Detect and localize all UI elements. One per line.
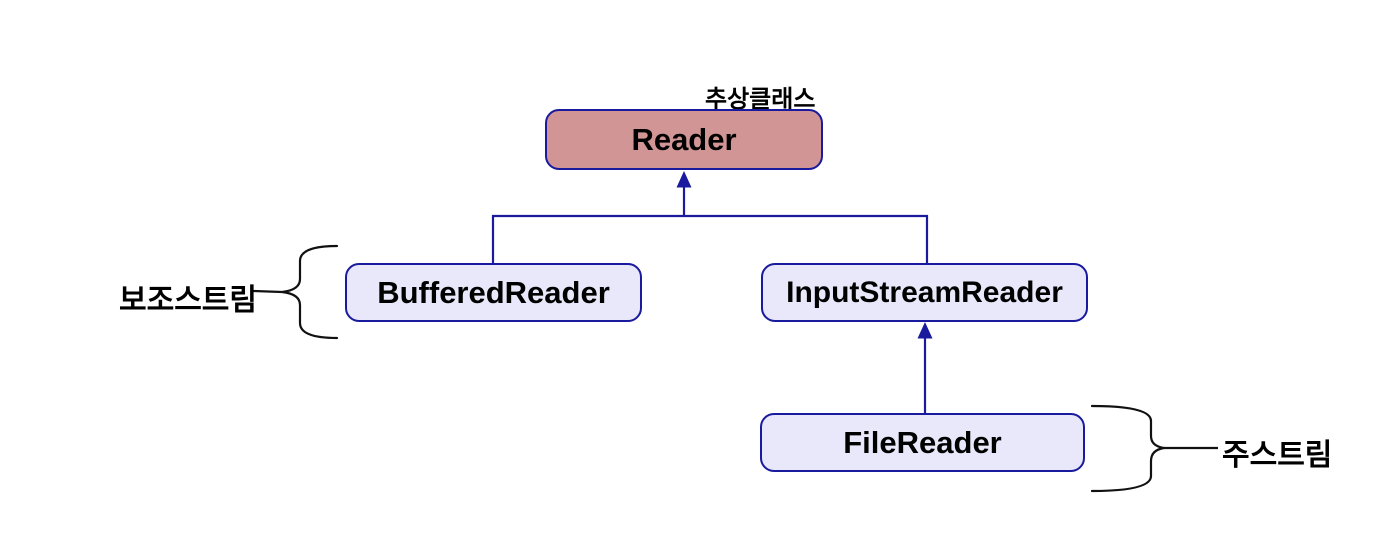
aux-label-leader-line (252, 289, 283, 294)
arrowhead-up-icon (676, 171, 692, 188)
aux-stream-label: 보조스트림 (119, 284, 257, 317)
right-brace-icon (1090, 404, 1165, 493)
arrowhead-up-icon (917, 322, 933, 339)
node-input-stream-reader: InputStreamReader (761, 263, 1088, 322)
node-buffered-reader-label: BufferedReader (377, 274, 610, 310)
main-stream-label: 주스트림 (1222, 439, 1333, 472)
node-file-reader-label: FileReader (843, 424, 1002, 460)
node-file-reader: FileReader (760, 413, 1085, 472)
abstract-class-caption: 추상클래스 (705, 86, 816, 113)
left-brace-icon (281, 244, 339, 340)
inheritance-arrow-to-reader (676, 171, 692, 216)
node-buffered-reader: BufferedReader (345, 263, 642, 322)
inheritance-arrow-to-inputstreamreader (917, 322, 933, 413)
node-reader: Reader (545, 109, 823, 170)
children-connector-line (491, 214, 929, 263)
node-input-stream-reader-label: InputStreamReader (786, 275, 1063, 309)
node-reader-label: Reader (631, 121, 737, 157)
